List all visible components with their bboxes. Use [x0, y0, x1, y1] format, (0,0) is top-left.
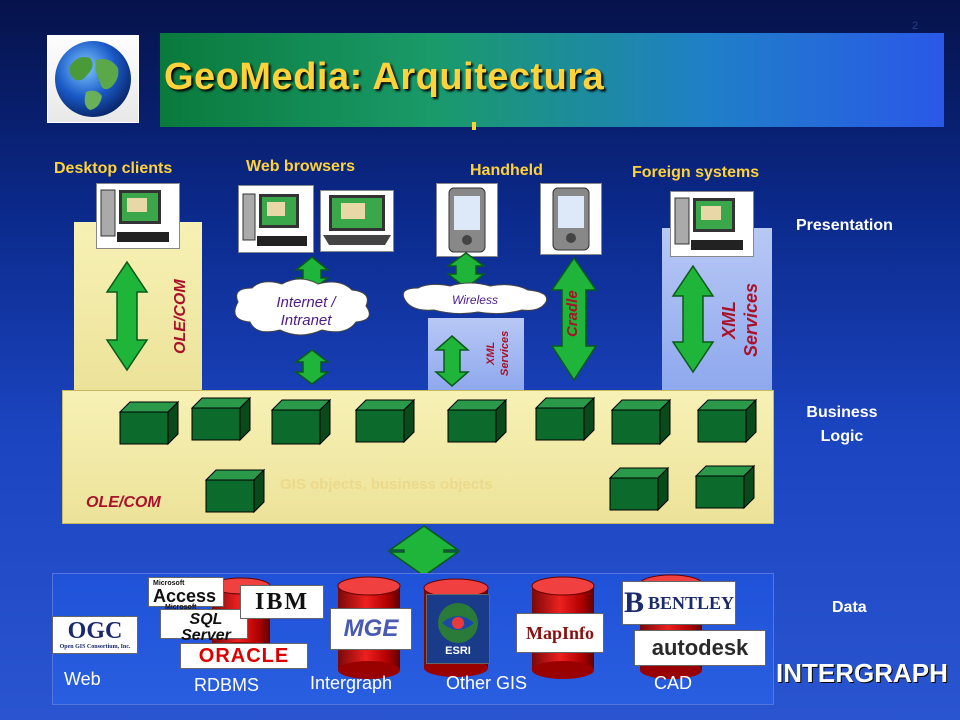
cube-10 [608, 466, 670, 512]
gis-objects-label: GIS objects, business objects [280, 476, 493, 493]
label-handheld: Handheld [470, 162, 543, 179]
desktop-panel [74, 222, 202, 392]
intergraph-logo: INTERGRAPH [776, 658, 948, 688]
olecom-business-label: OLE/COM [86, 494, 161, 511]
title-bar [160, 33, 944, 127]
cube-4 [354, 398, 416, 444]
cube-3 [270, 398, 332, 446]
mapinfo-logo: MapInfo [516, 613, 604, 653]
ibm-logo: IBM [240, 585, 324, 619]
globe-icon [47, 35, 139, 123]
web-computer-icon [238, 185, 314, 253]
cube-6 [534, 396, 596, 442]
esri-globe-icon [438, 603, 478, 643]
arrow-wireless-xml [434, 335, 470, 387]
autodesk-logo: autodesk [634, 630, 766, 666]
cube-5 [446, 398, 508, 444]
data-label-web: Web [64, 669, 101, 689]
arrow-cradle [550, 256, 598, 382]
arrow-desktop [105, 260, 149, 372]
page-title: GeoMedia: Arquitectura [164, 56, 605, 98]
data-label-cad: CAD [654, 673, 693, 693]
cube-2 [190, 396, 252, 442]
data-label-intergraph: Intergraph [310, 673, 393, 693]
foreign-computer-icon [670, 191, 754, 257]
cube-11 [694, 464, 756, 510]
wireless-cloud [402, 282, 548, 315]
cube-9 [204, 468, 266, 514]
title-tick [472, 122, 476, 130]
label-web-browsers: Web browsers [246, 158, 356, 175]
internet-intranet-label: Internet / Intranet [276, 294, 336, 329]
label-desktop-clients: Desktop clients [54, 160, 173, 177]
mge-logo: MGE [330, 608, 412, 650]
handheld-icon-left [436, 183, 498, 257]
data-label-rdbms: RDBMS [194, 675, 260, 695]
wireless-label: Wireless [452, 293, 498, 307]
cube-1 [118, 400, 180, 446]
arrow-xml-foreign [671, 264, 715, 374]
internet-cloud [234, 278, 370, 336]
slide-number: 2 [912, 20, 919, 32]
label-foreign-systems: Foreign systems [632, 164, 760, 181]
bentley-b-icon: B [623, 586, 644, 619]
arrow-web-bottom [293, 349, 331, 385]
data-label-other-gis: Other GIS [446, 673, 528, 693]
cube-7 [610, 398, 672, 446]
oracle-logo: ORACLE [180, 643, 308, 669]
esri-logo: ESRI [426, 594, 490, 664]
handheld-icon-right [540, 183, 602, 255]
laptop-icon [320, 190, 394, 252]
cube-8 [696, 398, 758, 444]
desktop-computer-icon [96, 183, 180, 249]
label-presentation: Presentation [796, 217, 893, 234]
label-data: Data [832, 599, 867, 616]
label-business-logic: Business Logic [806, 404, 878, 445]
